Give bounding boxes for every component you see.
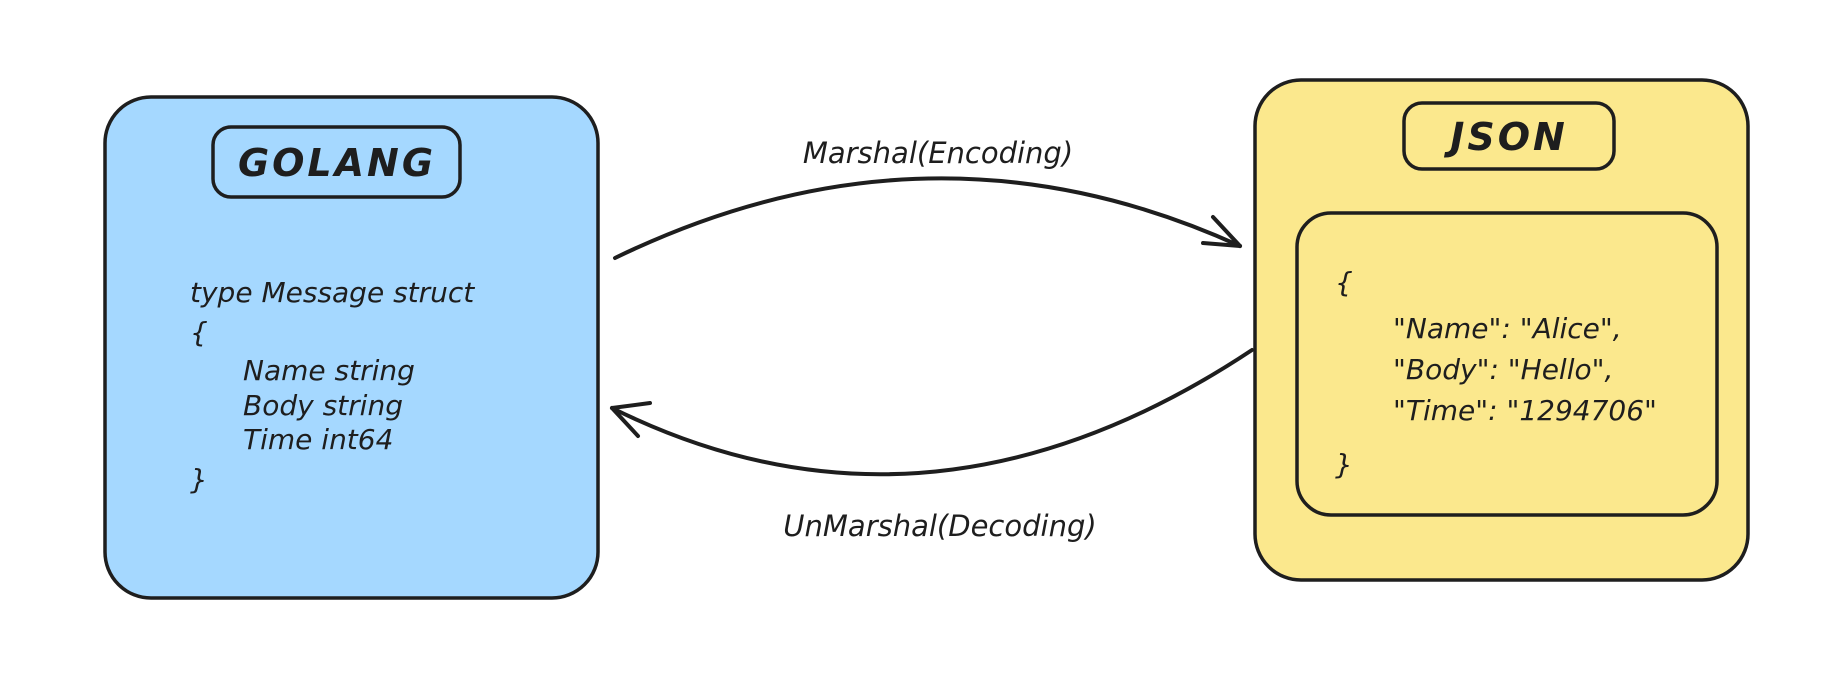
golang-code-block: type Message struct { Name string Body s… bbox=[190, 276, 475, 496]
json-code-line: "Body": "Hello", bbox=[1393, 353, 1613, 386]
golang-code-line: Name string bbox=[243, 354, 415, 387]
golang-box-outline bbox=[103, 95, 600, 600]
golang-code-line: { bbox=[190, 316, 208, 349]
marshal-arrowhead-icon bbox=[1201, 215, 1242, 248]
golang-title-badge bbox=[211, 125, 462, 199]
unmarshal-arrowhead-icon bbox=[610, 401, 652, 438]
json-code-line: "Time": "1294706" bbox=[1393, 394, 1657, 427]
golang-box: GOLANG type Message struct { Name string… bbox=[103, 95, 600, 600]
golang-title: GOLANG bbox=[238, 141, 436, 185]
golang-code-line: Time int64 bbox=[243, 423, 393, 456]
json-box-outline bbox=[1253, 78, 1750, 582]
marshal-arrow-label: Marshal(Encoding) bbox=[803, 136, 1073, 170]
json-box: JSON { "Name": "Alice", "Body": "Hello",… bbox=[1253, 78, 1750, 582]
json-title-badge bbox=[1402, 101, 1616, 171]
marshal-arrow-line bbox=[613, 176, 1242, 260]
unmarshal-arrow-label: UnMarshal(Decoding) bbox=[783, 509, 1096, 543]
marshal-arrow: Marshal(Encoding) bbox=[613, 136, 1242, 260]
golang-code-line: Body string bbox=[243, 389, 403, 422]
unmarshal-arrow: UnMarshal(Decoding) bbox=[610, 348, 1254, 543]
json-code-line: "Name": "Alice", bbox=[1393, 312, 1622, 345]
golang-code-line: } bbox=[190, 463, 208, 496]
json-title: JSON bbox=[1443, 115, 1568, 159]
unmarshal-arrow-line bbox=[610, 348, 1254, 477]
json-code-line: { bbox=[1335, 266, 1353, 299]
golang-code-line: type Message struct bbox=[190, 276, 475, 309]
json-payload-box bbox=[1295, 211, 1719, 517]
json-code-block: { "Name": "Alice", "Body": "Hello", "Tim… bbox=[1335, 266, 1657, 481]
json-code-line: } bbox=[1335, 448, 1353, 481]
